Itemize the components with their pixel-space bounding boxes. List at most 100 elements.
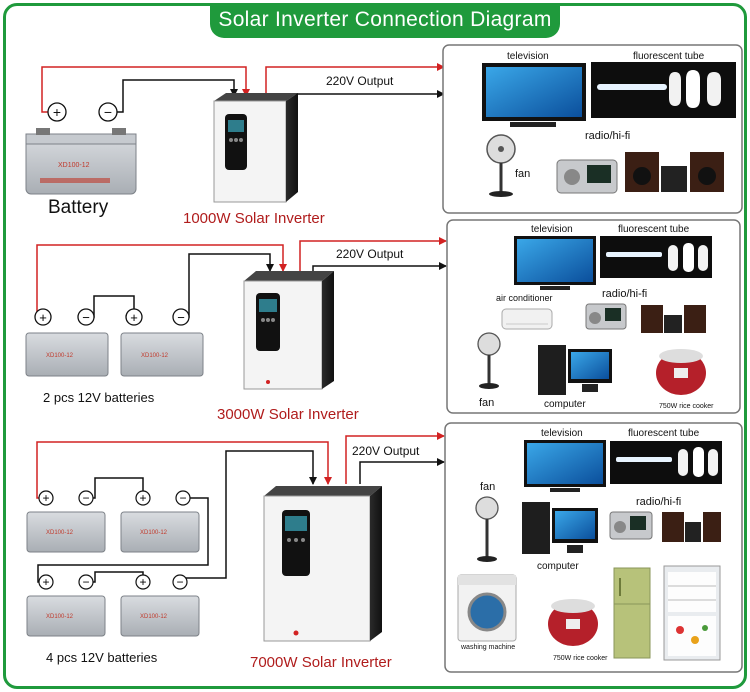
rice-cooker-icon: [656, 349, 706, 395]
series-link-3: [86, 571, 144, 583]
fluorescent-tube-label: fluorescent tube: [633, 51, 705, 62]
computer-icon: [522, 502, 598, 554]
plus-sign: +: [42, 575, 49, 589]
computer-icon: [538, 345, 612, 395]
washing-machine-icon: [457, 574, 517, 642]
fan-label: fan: [480, 481, 495, 493]
refrigerator-open-icon: [663, 565, 721, 661]
fan-icon: [475, 496, 499, 562]
hifi-icon: [625, 152, 724, 192]
television-label: television: [531, 224, 573, 235]
rice-cooker-label: 750W rice cooker: [553, 655, 608, 662]
output-l-wire: [265, 63, 445, 96]
computer-label: computer: [544, 399, 586, 410]
fluorescent-tube-label: fluorescent tube: [618, 224, 690, 235]
output-label: 220V Output: [352, 444, 420, 458]
diagram-title: Solar Inverter Connection Diagram: [210, 4, 560, 38]
battery-label: 2 pcs 12V batteries: [43, 390, 155, 405]
fluorescent-tube-icon: [591, 62, 736, 118]
output-label: 220V Output: [336, 247, 404, 261]
radio-label: radio/hi-fi: [636, 496, 681, 508]
minus-sign: −: [104, 104, 112, 120]
fan-icon: [486, 134, 516, 197]
output-n-wire: [312, 262, 447, 271]
battery-b: + − XD100-12: [120, 308, 204, 377]
fluorescent-tube-label: fluorescent tube: [628, 428, 700, 439]
minus-sign: −: [177, 310, 185, 325]
radio-label: radio/hi-fi: [602, 288, 647, 300]
battery-c: + − XD100-12: [26, 574, 106, 637]
negative-wire: [108, 79, 238, 113]
inverter-3000w: [243, 271, 334, 390]
battery-d: + − XD100-12: [120, 574, 200, 637]
plus-sign: +: [139, 575, 146, 589]
computer-label: computer: [537, 561, 579, 572]
battery-a: + − XD100-12: [26, 490, 106, 553]
battery-b: + − XD100-12: [120, 490, 200, 553]
inverter-7000w: [263, 486, 382, 642]
series-link-1: [86, 477, 144, 499]
minus-sign: −: [179, 491, 186, 505]
battery-brand: XD100-12: [140, 614, 168, 620]
plus-sign: +: [53, 104, 61, 120]
radio-icon: [609, 511, 653, 540]
television-icon: [524, 440, 606, 492]
television-label: television: [507, 51, 549, 62]
radio-label: radio/hi-fi: [585, 130, 630, 142]
battery-brand: XD100-12: [46, 614, 74, 620]
inverter-label: 3000W Solar Inverter: [217, 406, 359, 423]
fan-label: fan: [479, 397, 494, 409]
rice-cooker-label: 750W rice cooker: [659, 403, 714, 410]
air-conditioner-icon: [501, 308, 553, 330]
output-n-wire: [359, 458, 445, 484]
battery-label: Battery: [48, 197, 109, 218]
washing-machine-label: washing machine: [460, 644, 515, 651]
section-2: 220V Output L N + − XD100-12 + − XD100-1…: [25, 219, 741, 423]
positive-terminal-icon: [47, 102, 67, 122]
radio-icon: [585, 303, 627, 330]
inverter-1000w: [213, 93, 298, 203]
battery-brand: XD100-12: [141, 353, 169, 359]
television-icon: [514, 236, 596, 290]
minus-sign: −: [176, 575, 183, 589]
television-label: television: [541, 428, 583, 439]
inverter-label: 7000W Solar Inverter: [250, 654, 392, 671]
refrigerator-green-icon: [613, 567, 651, 659]
hifi-icon: [662, 512, 721, 542]
battery-brand: XD100-12: [140, 530, 168, 536]
television-icon: [482, 63, 586, 127]
fan-label: fan: [515, 168, 530, 180]
positive-wire: [41, 66, 250, 113]
radio-icon: [556, 159, 618, 194]
plus-sign: +: [130, 310, 138, 325]
air-conditioner-label: air conditioner: [496, 293, 553, 303]
output-label: 220V Output: [326, 74, 394, 88]
minus-sign: −: [82, 310, 90, 325]
output-l-wire: [299, 237, 447, 271]
battery-brand: XD100-12: [46, 353, 74, 359]
inverter-label: 1000W Solar Inverter: [183, 210, 325, 227]
fan-icon: [477, 332, 501, 389]
plus-sign: +: [42, 491, 49, 505]
hifi-icon: [641, 305, 706, 333]
battery-a: + − XD100-12: [25, 308, 109, 377]
plus-sign: +: [139, 491, 146, 505]
fluorescent-tube-icon: [600, 236, 712, 278]
negative-terminal-icon: [98, 102, 118, 122]
output-l-wire: [345, 432, 445, 484]
battery-brand: XD100-12: [58, 162, 90, 169]
section-3: 220V Output L N + − XD100-12 + − XD100-1…: [26, 422, 743, 673]
battery-brand: XD100-12: [46, 530, 74, 536]
battery-label: 4 pcs 12V batteries: [46, 650, 158, 665]
negative-wire: [180, 450, 317, 579]
section-1: 220V Output L N + − XD100-12 Battery: [25, 44, 743, 227]
fluorescent-tube-icon: [610, 441, 722, 484]
minus-sign: −: [82, 575, 89, 589]
plus-sign: +: [39, 310, 47, 325]
battery: + − XD100-12: [25, 102, 137, 195]
rice-cooker-icon: [548, 599, 598, 646]
output-n-wire: [279, 90, 445, 98]
minus-sign: −: [82, 491, 89, 505]
